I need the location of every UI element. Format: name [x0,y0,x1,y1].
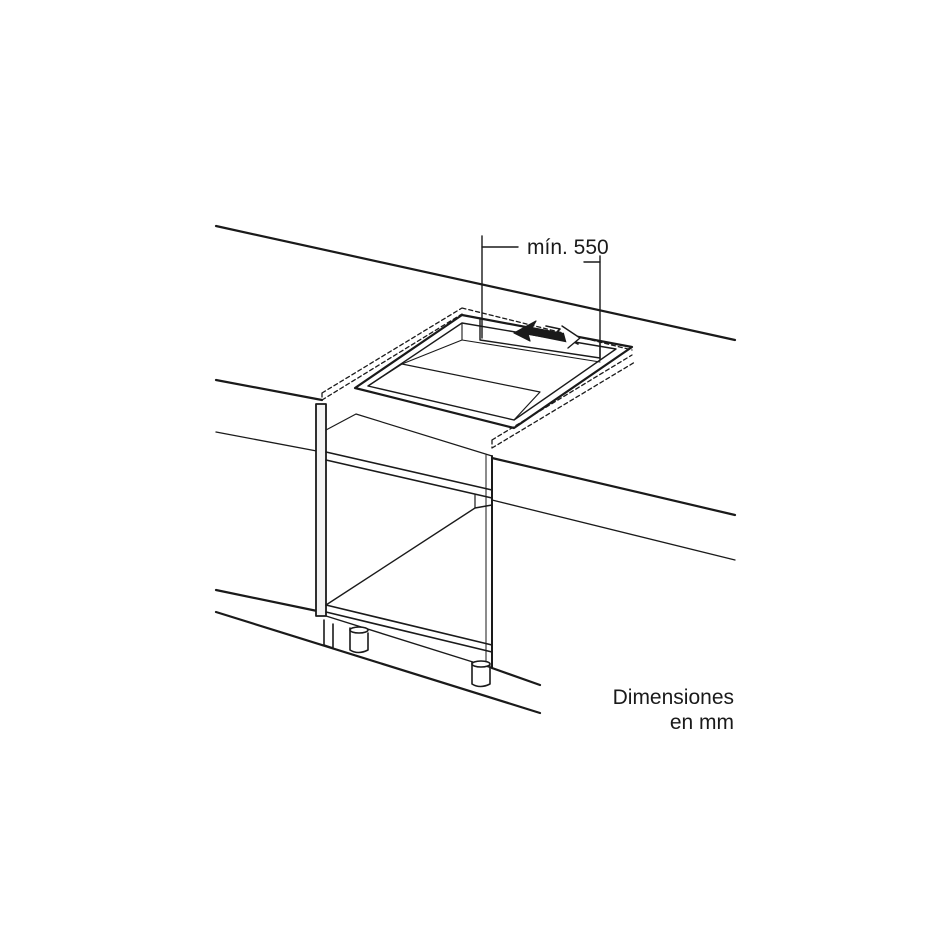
hob-dashed-outline [321,307,636,449]
floor-line [214,610,542,715]
countertop-front-edge-bottom [215,431,736,561]
caption-line-1: Dimensiones [612,686,734,709]
plinth-line-right [490,666,542,687]
countertop-cutout [353,313,634,430]
units-caption: Dimensiones en mm [560,685,734,735]
countertop-front-edge-top [214,378,737,517]
base-cabinet [315,403,493,669]
wall-back-line [214,224,737,342]
dimension-label: mín. 550 [527,236,609,259]
cabinet-feet [323,619,491,688]
dimension-lines [481,235,601,361]
airflow-arrow-icon [513,320,581,349]
caption-line-2: en mm [669,711,734,734]
plinth-top-line [214,588,324,614]
